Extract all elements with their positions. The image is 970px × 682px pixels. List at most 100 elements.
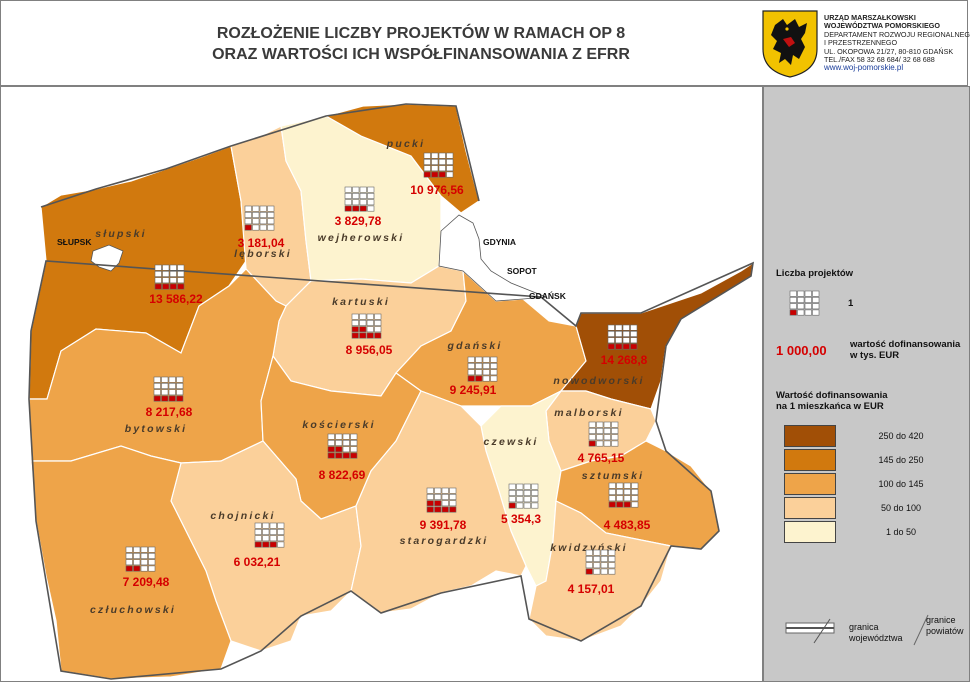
project-cell [446, 171, 454, 178]
project-cell [446, 152, 454, 159]
project-cell [267, 205, 275, 212]
project-cell [262, 522, 270, 529]
legend-class-label: 145 do 250 [878, 455, 924, 465]
project-cell [616, 501, 624, 508]
project-cell [600, 568, 608, 575]
project-cell [176, 389, 184, 396]
project-cell [623, 488, 631, 495]
project-cell [342, 452, 350, 459]
project-cell [161, 376, 169, 383]
project-cell [508, 496, 516, 503]
project-cell [446, 159, 454, 165]
project-cell [623, 482, 631, 489]
project-cell [616, 482, 624, 489]
project-cell [177, 277, 185, 284]
project-cell [607, 343, 615, 350]
project-cell [168, 382, 176, 389]
project-cell [797, 297, 805, 303]
project-cell [622, 343, 630, 350]
project-cell [374, 326, 382, 333]
project-cell [596, 421, 604, 428]
project-cell [269, 522, 277, 529]
project-cell [431, 171, 439, 178]
office-line-5: UL. OKOPOWA 21/27, 80-810 GDAŃSK [824, 46, 954, 56]
project-cell [449, 493, 457, 500]
project-cell [351, 319, 359, 326]
project-cell [262, 535, 270, 542]
project-cell [352, 193, 360, 199]
project-cell [176, 395, 184, 402]
project-cell [366, 332, 374, 339]
project-cell [244, 205, 252, 212]
project-cell [259, 218, 267, 225]
project-cell [359, 326, 367, 333]
project-cell [177, 283, 185, 290]
county-value-label: 3 829,78 [335, 214, 382, 228]
project-cell [140, 546, 148, 553]
project-cell [359, 199, 367, 206]
project-cell [631, 488, 639, 495]
county-name-label: bytowski [125, 423, 188, 435]
county-value-label: 13 586,22 [149, 292, 203, 306]
county-name-label: lęborski [234, 248, 292, 260]
project-cell [812, 297, 820, 303]
project-cell [600, 555, 608, 562]
project-cell [475, 356, 483, 363]
project-cell [431, 165, 439, 172]
project-cell [475, 375, 483, 382]
office-address: URZĄD MARSZAŁKOWSKI WOJEWÓDZTWA POMORSKI… [824, 14, 970, 73]
project-cell [585, 562, 593, 569]
project-cell [531, 496, 539, 503]
project-cell [623, 501, 631, 508]
project-cell [352, 205, 360, 212]
project-cell [366, 326, 374, 333]
project-cell [374, 332, 382, 339]
project-cell [438, 159, 446, 165]
project-cell [277, 535, 285, 542]
project-cell [262, 528, 270, 535]
project-count-grid [351, 313, 382, 339]
project-cell [467, 356, 475, 363]
project-cell [789, 303, 797, 310]
project-count-grid [153, 376, 184, 402]
county-name-label: słupski [95, 228, 147, 240]
project-cell [616, 495, 624, 502]
project-cell [133, 559, 141, 566]
project-cell [608, 555, 616, 562]
project-cell [342, 446, 350, 453]
legend-class-swatch [784, 497, 836, 519]
project-cell [259, 224, 267, 231]
legend-percapita-2: na 1 mieszkańca w EUR [776, 401, 884, 412]
project-cell [475, 369, 483, 376]
project-cell [608, 482, 616, 489]
project-cell [426, 493, 434, 500]
office-url-link[interactable]: www.woj-pomorskie.pl [824, 63, 904, 73]
project-cell [351, 326, 359, 333]
project-cell [523, 483, 531, 490]
project-cell [267, 218, 275, 225]
legend-class-label: 250 do 420 [878, 431, 924, 441]
county-name-label: starogardzki [400, 535, 489, 547]
project-cell [423, 152, 431, 159]
project-cell [374, 319, 382, 326]
project-cell [523, 502, 531, 509]
county-value-label: 10 976,56 [410, 183, 464, 197]
project-cell [277, 522, 285, 529]
project-cell [804, 297, 812, 303]
project-cell [631, 495, 639, 502]
project-cell [467, 375, 475, 382]
project-cell [177, 270, 185, 277]
project-count-grid [254, 522, 285, 548]
county-nowodworski[interactable] [559, 261, 754, 410]
project-cell [585, 549, 593, 556]
project-cell [133, 546, 141, 553]
project-cell [153, 395, 161, 402]
map-title: ROZŁOŻENIE LICZBY PROJEKTÓW W RAMACH OP … [111, 23, 731, 65]
project-cell [177, 264, 185, 271]
county-name-label: człuchowski [90, 604, 176, 616]
project-cell [630, 330, 638, 337]
project-cell [797, 309, 805, 316]
project-cell [516, 489, 524, 496]
